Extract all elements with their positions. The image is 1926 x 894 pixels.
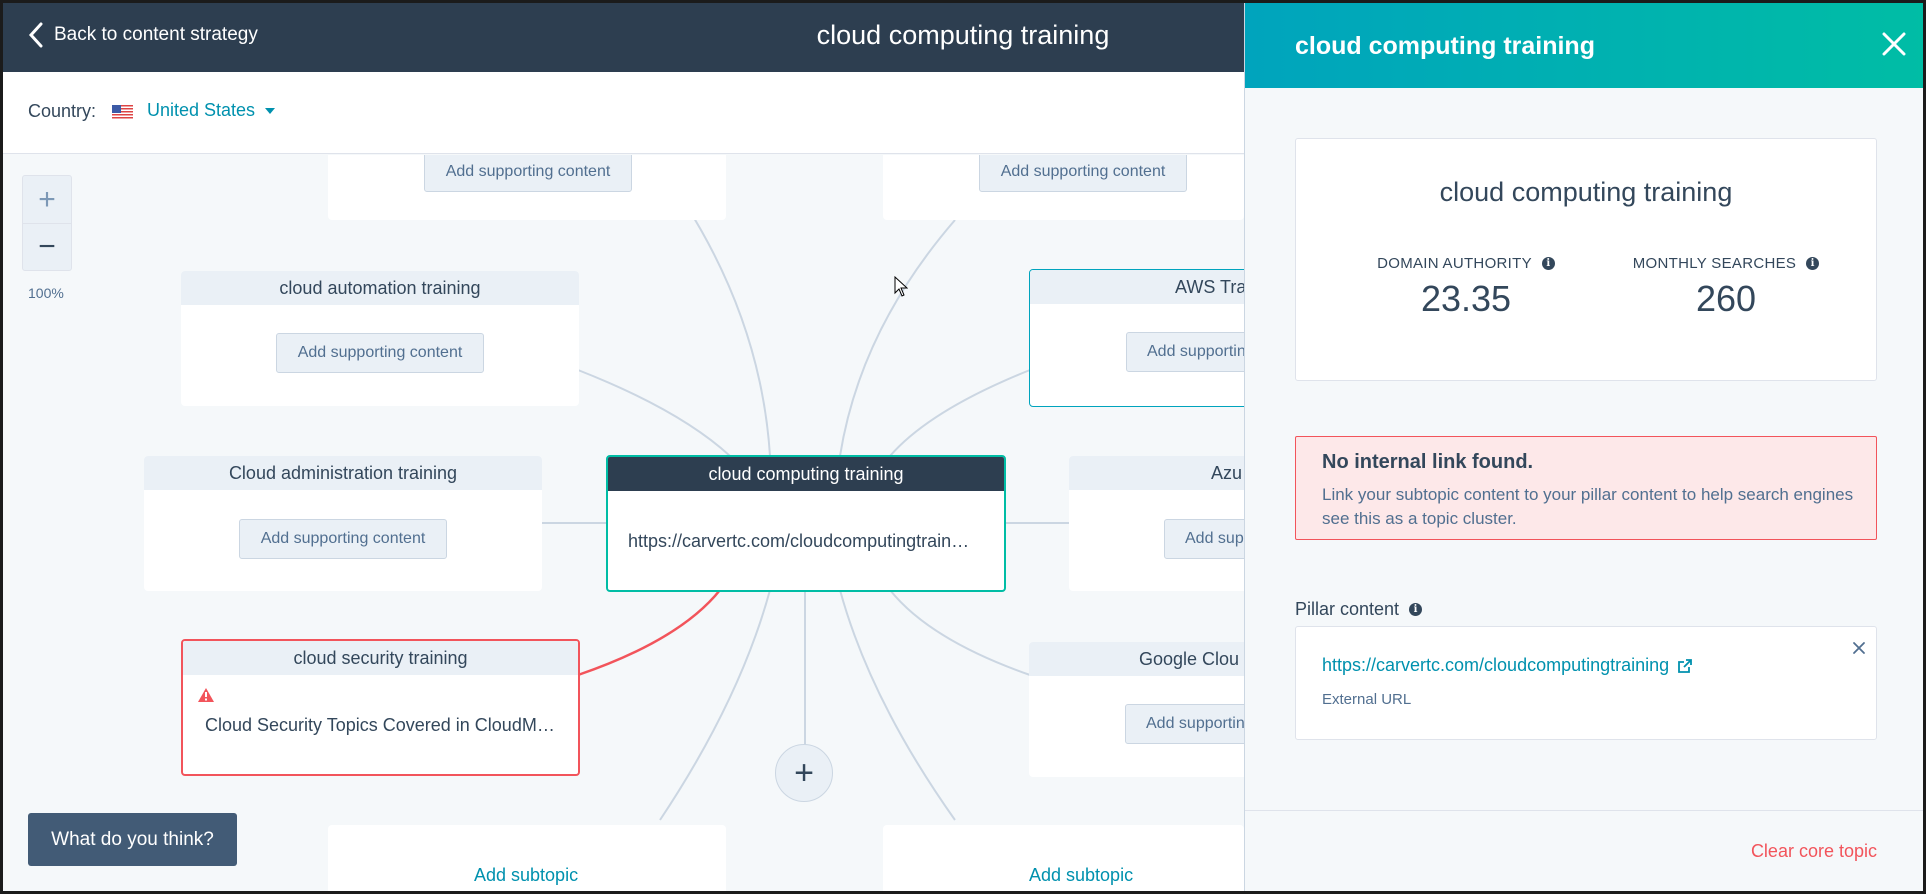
pillar-url-link[interactable]: https://carvertc.com/cloudcomputingtrain… <box>1322 655 1693 676</box>
us-flag-icon <box>112 105 133 120</box>
subtopic-title: cloud security training <box>183 641 578 675</box>
subtopic-title: cloud automation training <box>181 271 579 305</box>
add-subtopic-link[interactable]: Add subtopic <box>1029 865 1134 885</box>
subtopic-title: Azu <box>1069 456 1244 490</box>
subtopic-card-aws[interactable]: AWS Tra Add supporting content <box>1029 269 1244 407</box>
pillar-url-text: https://carvertc.com/cloudcomputingtrain… <box>1322 655 1670 675</box>
pillar-content-label: Pillar content i <box>1295 599 1423 620</box>
topic-stats-card: cloud computing training DOMAIN AUTHORIT… <box>1295 138 1877 381</box>
subtopic-title: Google Clou <box>1029 642 1244 676</box>
alert-text: Link your subtopic content to your pilla… <box>1322 485 1854 528</box>
page-title: cloud computing training <box>816 20 1110 50</box>
monthly-searches-stat: MONTHLY SEARCHES i 260 <box>1601 255 1851 320</box>
caret-down-icon <box>265 107 276 114</box>
add-supporting-content-button[interactable]: Add supporting content <box>276 333 484 373</box>
subtopic-card-top-left[interactable]: Add supporting content <box>328 155 726 220</box>
pillar-content-label-text: Pillar content <box>1295 599 1400 619</box>
subtopic-card-bottom-right[interactable]: Add subtopic <box>883 825 1244 894</box>
topic-stats-title: cloud computing training <box>1439 177 1733 207</box>
domain-authority-value: 23.35 <box>1420 278 1512 319</box>
domain-authority-stat: DOMAIN AUTHORITY i 23.35 <box>1346 255 1586 320</box>
add-subtopic-link[interactable]: Add subtopic <box>474 865 579 885</box>
country-dropdown[interactable]: United States <box>147 100 276 121</box>
subtopic-title: AWS Tra <box>1030 270 1244 304</box>
subtopic-card-google-cloud[interactable]: Google Clou Add supporting content <box>1029 642 1244 777</box>
close-icon[interactable] <box>1880 30 1908 58</box>
add-supporting-content-button[interactable]: Add supporting content <box>424 155 632 192</box>
subtopic-card-azure[interactable]: Azu Add supporting content <box>1069 456 1244 591</box>
external-link-icon <box>1678 658 1693 673</box>
warning-icon <box>198 688 214 702</box>
topic-cluster-canvas[interactable]: + − 100% Add supporting content Add supp… <box>0 155 1244 894</box>
subtopic-card-top-right[interactable]: Add supporting content <box>883 155 1244 220</box>
add-supporting-content-button[interactable]: Add supporting content <box>1125 704 1244 744</box>
add-supporting-content-button[interactable]: Add supporting content <box>1164 519 1244 559</box>
connector-lines <box>540 159 1070 821</box>
country-label: Country: <box>28 101 97 121</box>
pillar-url-type: External URL <box>1322 691 1412 708</box>
clear-core-topic-button[interactable]: Clear core topic <box>1750 841 1877 861</box>
subtopic-card-automation[interactable]: cloud automation training Add supporting… <box>181 271 579 406</box>
subtopic-card-security[interactable]: cloud security training Cloud Security T… <box>181 639 580 776</box>
country-value: United States <box>147 100 256 120</box>
mouse-cursor-icon <box>894 276 908 297</box>
zoom-controls: + − <box>22 175 72 271</box>
core-topic-card[interactable]: cloud computing training https://carvert… <box>606 455 1006 592</box>
monthly-searches-value: 260 <box>1695 278 1757 319</box>
chevron-left-icon <box>28 22 43 48</box>
panel-header: cloud computing training <box>1245 0 1926 88</box>
subtopic-card-administration[interactable]: Cloud administration training Add suppor… <box>144 456 542 591</box>
back-to-content-strategy-link[interactable]: Back to content strategy <box>28 22 258 48</box>
subtopic-card-bottom-left[interactable]: Add subtopic <box>328 825 726 894</box>
core-topic-title: cloud computing training <box>608 457 1004 491</box>
pillar-content-card: https://carvertc.com/cloudcomputingtrain… <box>1295 626 1877 740</box>
core-topic-url: https://carvertc.com/cloudcomputingtrain… <box>628 531 970 551</box>
feedback-button[interactable]: What do you think? <box>28 813 237 866</box>
add-supporting-content-button[interactable]: Add supporting content <box>1126 332 1244 372</box>
remove-pillar-icon[interactable] <box>1852 641 1866 655</box>
info-icon[interactable]: i <box>1409 603 1423 616</box>
info-icon[interactable]: i <box>1806 257 1820 270</box>
monthly-searches-label: MONTHLY SEARCHES <box>1632 255 1797 272</box>
panel-footer: Clear core topic <box>1245 810 1926 894</box>
domain-authority-label: DOMAIN AUTHORITY <box>1377 255 1532 272</box>
subtopic-title: Cloud administration training <box>144 456 542 490</box>
zoom-level: 100% <box>28 285 64 301</box>
panel-title: cloud computing training <box>1295 32 1595 60</box>
zoom-in-button[interactable]: + <box>38 182 56 216</box>
alert-title: No internal link found. <box>1322 451 1534 473</box>
topic-details-panel: cloud computing training cloud computing… <box>1244 0 1926 894</box>
no-internal-link-alert: No internal link found. Link your subtop… <box>1295 436 1877 540</box>
supporting-content-title: Cloud Security Topics Covered in CloudM… <box>205 715 555 735</box>
add-supporting-content-button[interactable]: Add supporting content <box>979 155 1187 192</box>
add-supporting-content-button[interactable]: Add supporting content <box>239 519 447 559</box>
back-label: Back to content strategy <box>54 24 258 45</box>
add-subtopic-button[interactable]: + <box>775 744 833 802</box>
info-icon[interactable]: i <box>1541 257 1555 270</box>
zoom-out-button[interactable]: − <box>23 223 71 270</box>
